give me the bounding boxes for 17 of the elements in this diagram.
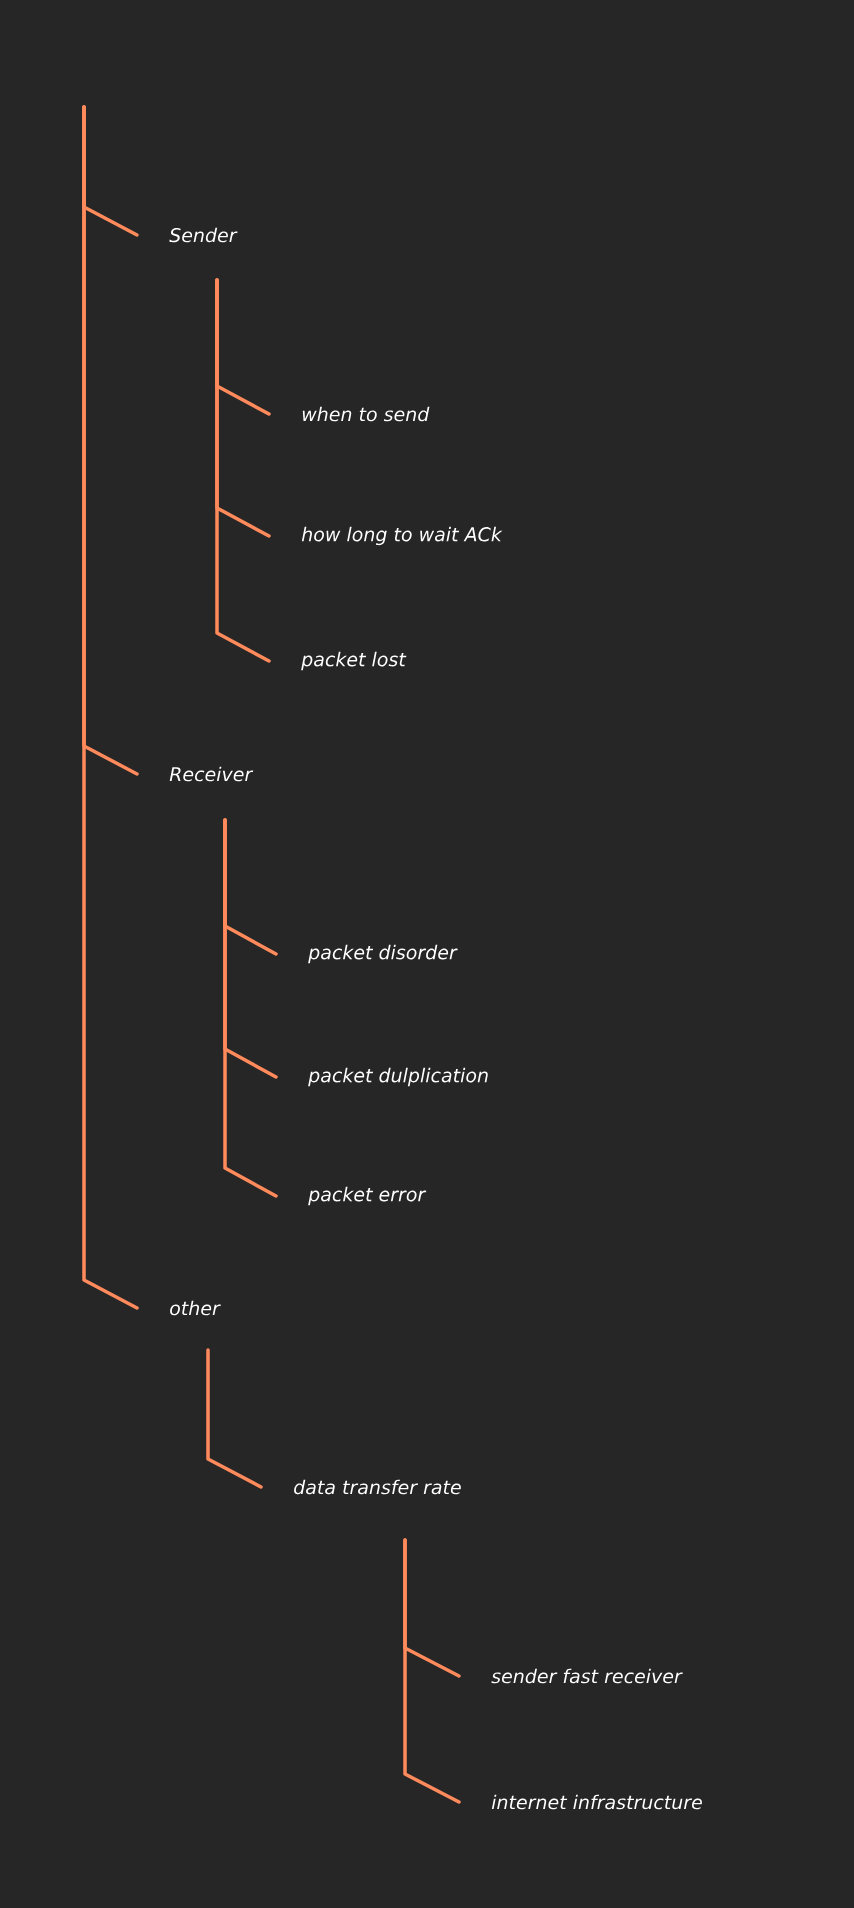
topic-text: Sender [169,227,238,243]
topic-text: packet dulplication [308,1067,488,1087]
topic-text: how long to wait ACk [301,526,503,546]
topic-text: sender fast receiver [491,1668,683,1684]
branch-line [403,1538,461,1804]
topic-text: internet infrastructure [491,1794,702,1810]
branch-line [215,278,271,663]
topic-text: packet disorder [308,944,458,964]
topic-text: data transfer rate [294,1479,461,1495]
topic-text: Receiver [169,766,254,782]
topic-text: when to send [302,406,430,422]
branch-line [206,1348,263,1489]
branch-line [82,105,139,1310]
topic-text: other [170,1300,221,1316]
topic-text: packet error [308,1186,427,1206]
topic-text: packet lost [301,651,407,671]
branch-line [223,818,278,1198]
